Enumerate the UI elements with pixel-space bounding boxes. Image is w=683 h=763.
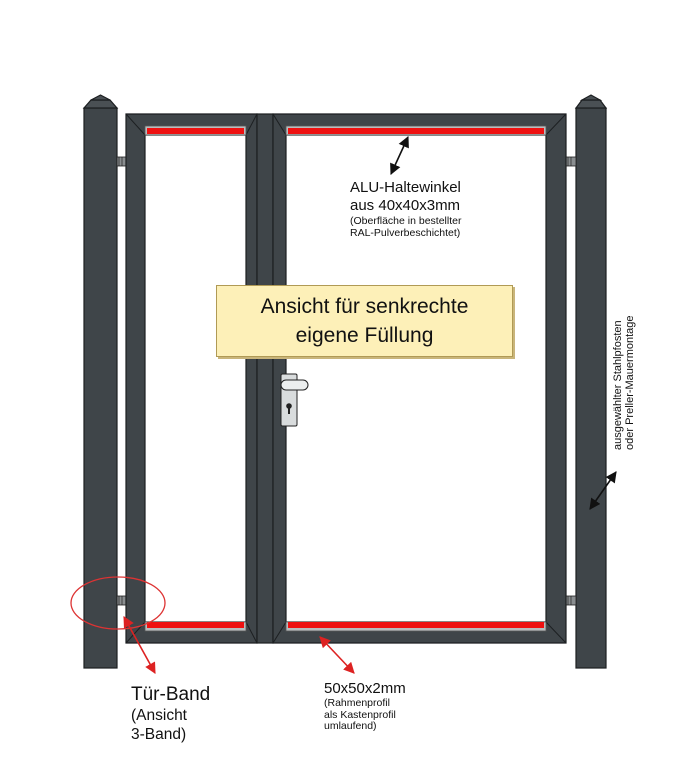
banner-line-2: eigene Füllung xyxy=(295,324,434,347)
banner-line-1: Ansicht für senkrechte xyxy=(260,295,469,318)
middle-post xyxy=(256,113,274,644)
view-title-banner: Ansicht für senkrechte eigene Füllung xyxy=(216,285,513,357)
alu-label-line-1: ALU-Haltewinkel xyxy=(350,179,461,196)
profile-label-line-4: umlaufend) xyxy=(324,720,377,732)
alu-label-line-2: aus 40x40x3mm xyxy=(350,197,461,214)
hinge-bottom-left xyxy=(116,595,127,606)
hinge-top-left xyxy=(116,156,127,167)
alu-bracket-top-left xyxy=(144,125,247,136)
profile-label-line-1: 50x50x2mm xyxy=(324,680,406,697)
alu-bracket-bottom-right xyxy=(285,621,547,632)
alu-bracket-bottom-left xyxy=(144,621,247,632)
band-label-line-3: 3-Band) xyxy=(131,726,187,743)
post-label-line-2: oder Preller-Mauermontage xyxy=(624,315,636,450)
profile-label-line-2: (Rahmenprofil xyxy=(324,697,390,709)
post-arrow xyxy=(589,471,617,510)
alu-label-line-3: (Oberfläche in bestellter xyxy=(350,215,462,227)
frame-profile-label: 50x50x2mm (Rahmenprofil als Kastenprofil… xyxy=(324,680,406,733)
alu-bracket-top-right xyxy=(285,125,547,136)
profile-label-line-3: als Kastenprofil xyxy=(324,708,396,721)
band-label-line-1: Tür-Band xyxy=(131,684,211,705)
alu-bracket-label: ALU-Haltewinkel aus 40x40x3mm (Oberfläch… xyxy=(350,179,461,239)
post-label: ausgewählter Stahlpfosten oder Preller-M… xyxy=(612,315,636,450)
hinge-label: Tür-Band (Ansicht 3-Band) xyxy=(131,684,210,744)
hinge-bottom-right xyxy=(564,595,577,606)
alu-bracket-arrow xyxy=(390,135,409,176)
hinge-top-right xyxy=(564,156,577,167)
post-label-line-1: ausgewählter Stahlpfosten xyxy=(612,320,624,450)
profile-arrow xyxy=(319,636,355,674)
door-handle xyxy=(280,373,309,427)
right-post xyxy=(574,94,608,669)
alu-label-line-4: RAL-Pulverbeschichtet) xyxy=(350,227,461,239)
hinge-highlight-circle xyxy=(70,576,166,630)
left-leaf-frame xyxy=(125,113,258,644)
band-label-line-2: (Ansicht xyxy=(131,707,187,724)
left-post xyxy=(82,94,119,669)
hinge-arrow xyxy=(123,616,156,674)
